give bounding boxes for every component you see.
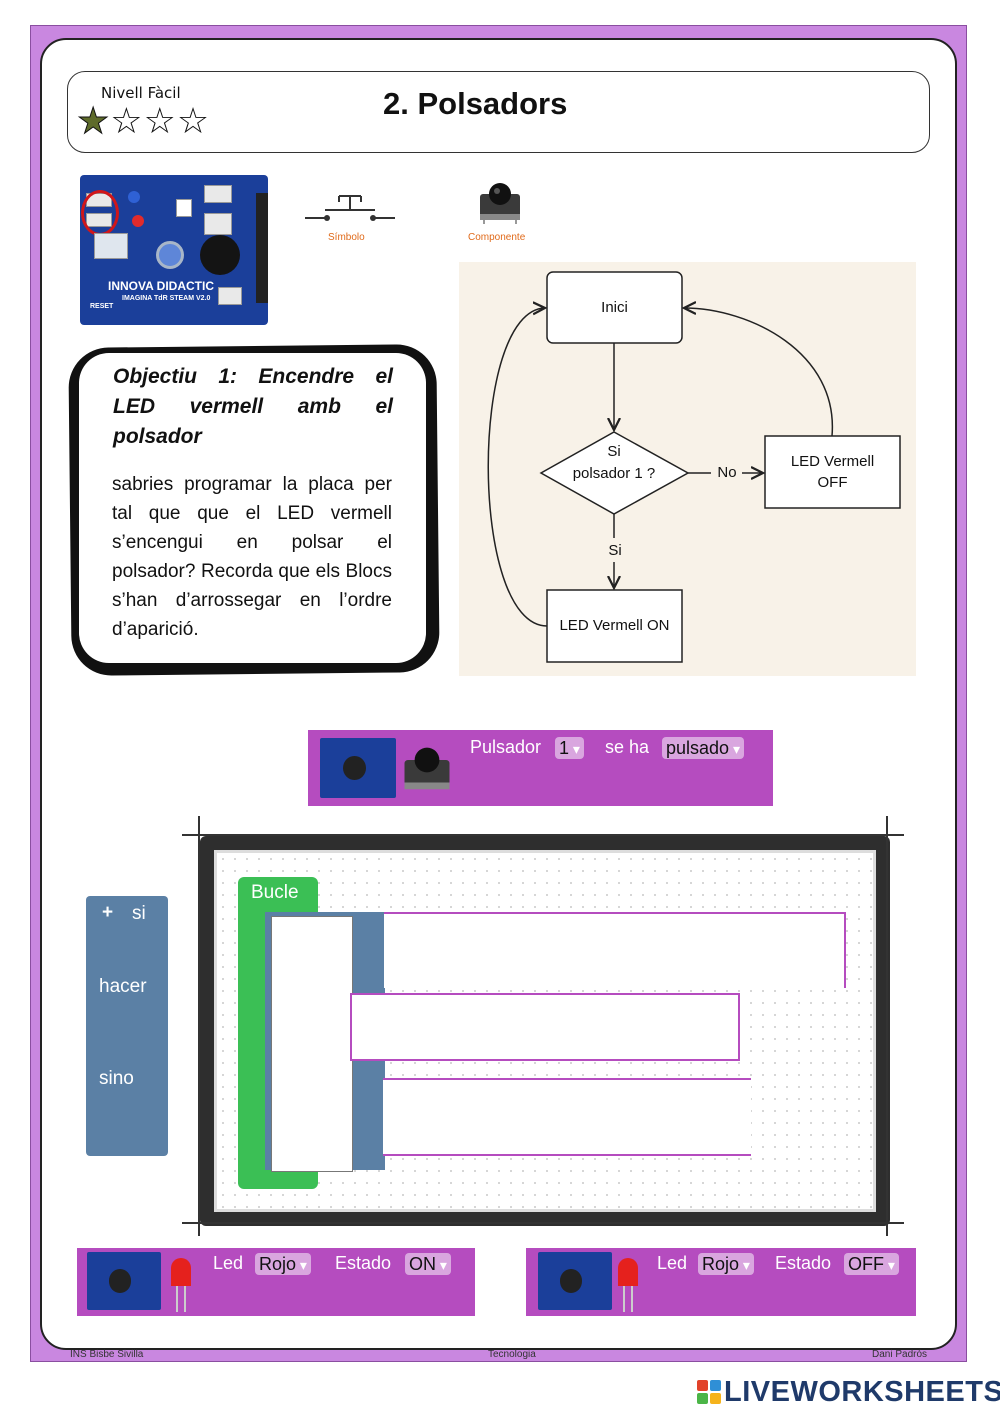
push-button-icon	[404, 747, 450, 790]
flow-no-label: No	[717, 464, 737, 481]
footer-subject: Tecnologia	[488, 1349, 536, 1360]
pulsador-mid-label: se ha	[605, 737, 650, 757]
frame-line	[182, 1222, 904, 1224]
sino-label: sino	[99, 1068, 134, 1089]
si-block[interactable]: + si hacer sino	[86, 896, 168, 1156]
flow-decision-line2: polsador 1 ?	[572, 465, 656, 482]
brand-logo-icon	[697, 1380, 721, 1404]
led-label: Led	[213, 1253, 244, 1273]
star-empty-icon: ☆	[143, 101, 176, 142]
frame-line	[886, 816, 888, 1236]
flow-start-node: Inici	[601, 299, 628, 316]
drop-slot-condition[interactable]	[384, 912, 846, 988]
led-color-dropdown[interactable]: Rojo	[255, 1253, 311, 1275]
si-label: si	[132, 903, 146, 924]
liveworksheets-logo[interactable]: LIVEWORKSHEETS	[697, 1375, 1000, 1408]
bucle-label: Bucle	[251, 882, 299, 903]
frame-line	[182, 834, 904, 836]
estado-dropdown[interactable]: OFF	[844, 1253, 899, 1275]
flow-on-node: LED Vermell ON	[559, 617, 670, 634]
flow-yes-label: Si	[608, 542, 622, 559]
board-thumbnail	[87, 1252, 161, 1310]
led-off-block[interactable]: Led Rojo Estado OFF	[526, 1248, 916, 1316]
board-thumbnail	[320, 738, 396, 798]
red-led-icon	[171, 1258, 191, 1312]
flow-decision-line1: Si	[607, 443, 621, 460]
drop-slot-hacer[interactable]	[350, 993, 740, 1061]
led-color-dropdown[interactable]: Rojo	[698, 1253, 754, 1275]
push-button-component-image	[480, 183, 520, 224]
footer-author: Dani Padrós	[872, 1349, 928, 1360]
component-label: Componente	[468, 232, 526, 243]
push-button-symbol	[305, 195, 395, 221]
flowchart: Inici Si polsador 1 ? No LED Vermell OFF…	[459, 262, 916, 676]
board-thumbnail	[538, 1252, 612, 1310]
objective-body: sabries programar la placa per tal que q…	[112, 474, 392, 640]
objective-card	[79, 353, 426, 663]
star-empty-icon: ☆	[176, 101, 210, 142]
pulsador-state-dropdown[interactable]: pulsado	[662, 737, 744, 759]
star-filled-icon: ★	[76, 101, 110, 142]
drop-slot-si[interactable]	[271, 916, 353, 1172]
button-highlight-circle	[81, 190, 119, 236]
red-led-icon	[618, 1258, 638, 1312]
difficulty-stars: ★ ☆ ☆ ☆	[76, 101, 210, 142]
board-model-text: IMAGINA TdR STEAM V2.0	[122, 295, 211, 302]
estado-label: Estado	[335, 1253, 392, 1273]
flow-off-line1: LED Vermell	[790, 453, 875, 470]
page-title: 2. Polsadors	[383, 86, 568, 121]
led-on-block[interactable]: Led Rojo Estado ON	[77, 1248, 475, 1316]
estado-dropdown[interactable]: ON	[405, 1253, 451, 1275]
brand-text: LIVEWORKSHEETS	[724, 1375, 1000, 1408]
pulsador-block[interactable]: Pulsador 1 se ha pulsado	[308, 730, 773, 806]
footer-school: INS Bisbe Sivilla	[70, 1349, 144, 1360]
si-plus-icon[interactable]: +	[102, 902, 114, 923]
hacer-label: hacer	[99, 976, 147, 997]
pulsador-label: Pulsador	[470, 737, 542, 757]
board-brand-text: INNOVA DIDACTIC	[108, 279, 214, 293]
level-label: Nivell Fàcil	[101, 84, 181, 102]
board-reset-text: RESET	[90, 303, 114, 310]
estado-label: Estado	[775, 1253, 832, 1273]
drop-slot-sino[interactable]	[383, 1078, 751, 1156]
objective-title: Objectiu 1: Encendre el LED vermell amb …	[113, 365, 393, 448]
led-label: Led	[657, 1253, 688, 1273]
header-box	[67, 71, 930, 153]
symbol-label: Símbolo	[328, 232, 365, 243]
flow-off-line2: OFF	[817, 474, 848, 491]
pulsador-number-dropdown[interactable]: 1	[555, 737, 584, 759]
frame-line	[198, 816, 200, 1236]
arduino-board-image: INNOVA DIDACTIC IMAGINA TdR STEAM V2.0 R…	[80, 175, 268, 325]
star-empty-icon: ☆	[110, 101, 143, 142]
